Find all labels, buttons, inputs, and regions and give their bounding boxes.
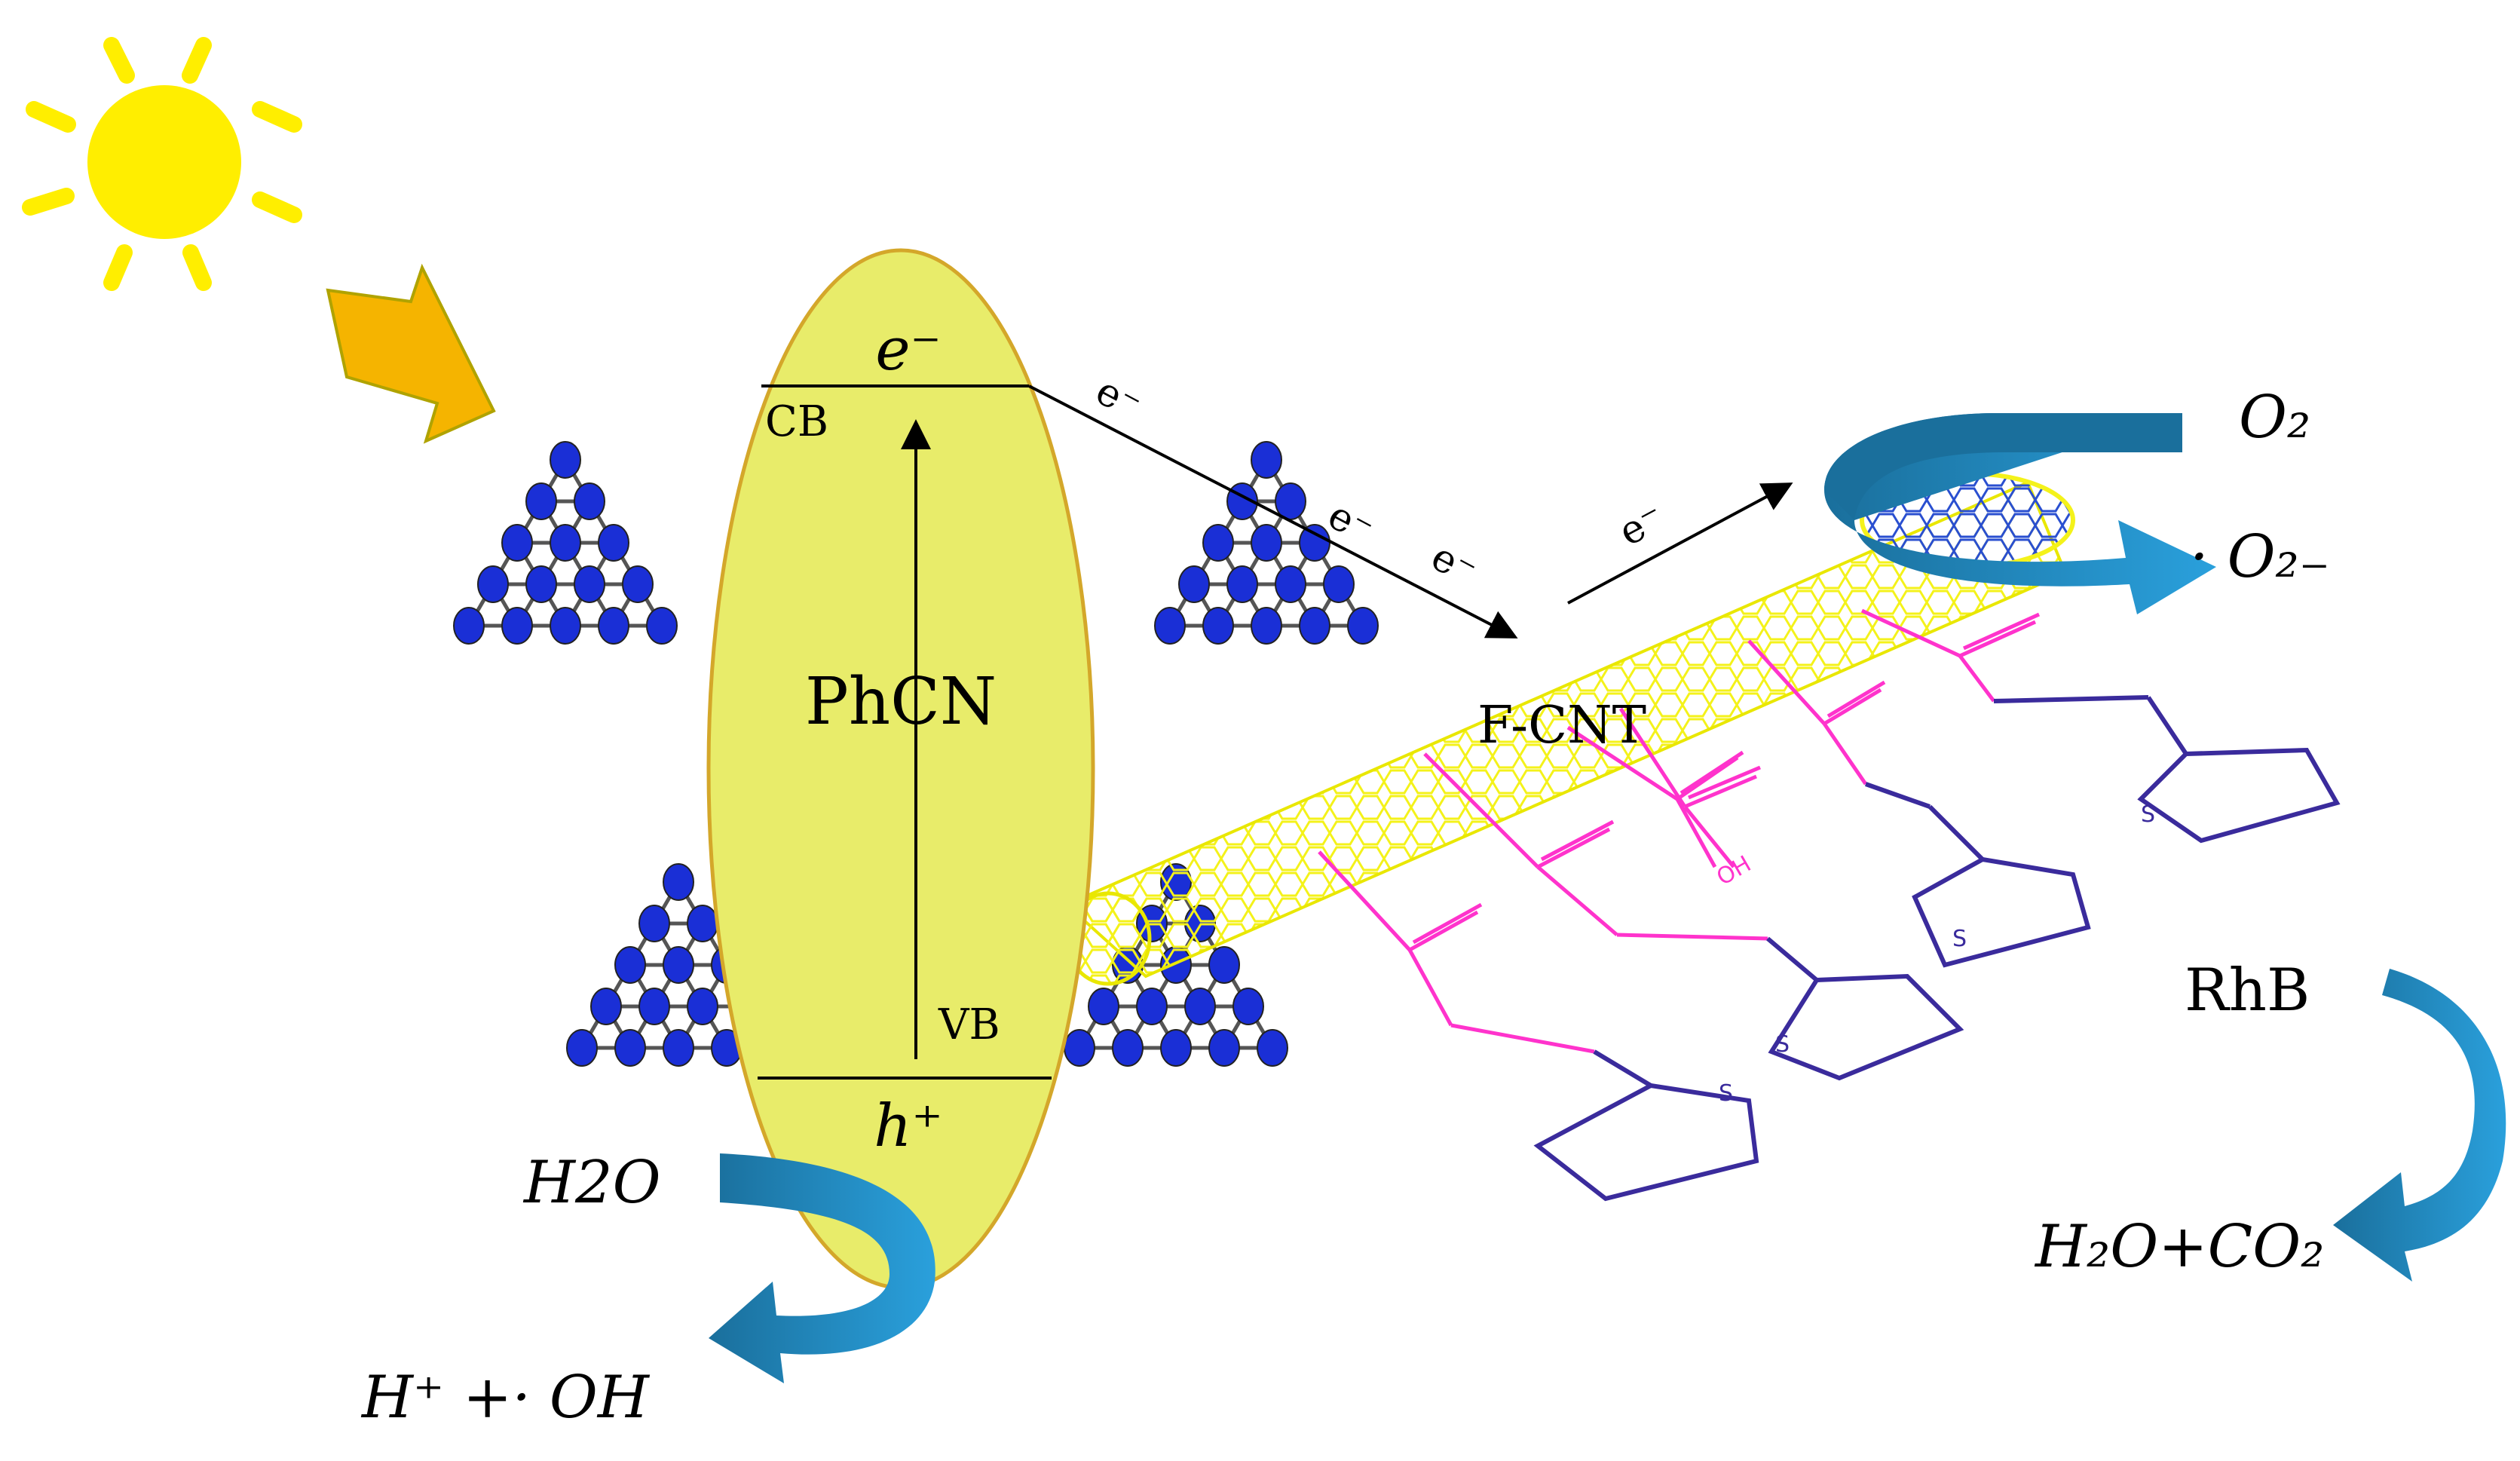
molecule-3 xyxy=(566,863,791,1067)
sulfur-label-3: S xyxy=(1952,926,1967,952)
electron-transfer: e⁻ e⁻ e⁻ e⁻ xyxy=(1028,369,1793,639)
electron-4: e⁻ xyxy=(1612,495,1672,555)
products-label: H₂O+CO₂ xyxy=(2034,1213,2325,1281)
rhb-label: RhB xyxy=(2185,957,2310,1025)
fcnt-label: F-CNT xyxy=(1477,696,1646,755)
oxygen-label: O₂ xyxy=(2239,384,2310,452)
oxygen-reduction-arrow xyxy=(1824,413,2216,614)
carbon-nitride-molecules xyxy=(453,441,1379,1067)
hydroxyl-radical-label: H⁺ +· OH xyxy=(360,1364,651,1432)
transfer-arrow-1 xyxy=(1028,384,1518,639)
molecule-2 xyxy=(1154,441,1379,645)
thiophene-ester-groups: OH S S S S xyxy=(1318,608,2341,1202)
rhb-degradation-arrow xyxy=(2333,969,2506,1282)
superoxide-label: · O₂₋ xyxy=(2190,523,2330,591)
electron-3: e⁻ xyxy=(1424,534,1484,595)
phcn-particle: e⁻ CB PhCN VB h⁺ xyxy=(706,248,1095,1290)
water-oxidation-arrow xyxy=(709,1153,935,1383)
water-label: H2O xyxy=(522,1149,661,1217)
molecule-1 xyxy=(453,441,678,645)
sulfur-label-2: S xyxy=(1775,1031,1790,1058)
phcn-label: PhCN xyxy=(805,664,997,740)
hydroxyl-label: OH xyxy=(1713,851,1756,891)
hole-label: h⁺ xyxy=(874,1092,942,1160)
sulfur-label-4: S xyxy=(2141,801,2155,828)
electron-label: e⁻ xyxy=(875,316,941,384)
light-arrow xyxy=(326,263,496,444)
cb-label: CB xyxy=(765,397,828,446)
sulfur-label-1: S xyxy=(1719,1080,1733,1107)
transfer-arrow-2 xyxy=(1567,482,1793,605)
vb-label: VB xyxy=(938,1000,1000,1049)
sun-icon xyxy=(22,37,302,291)
